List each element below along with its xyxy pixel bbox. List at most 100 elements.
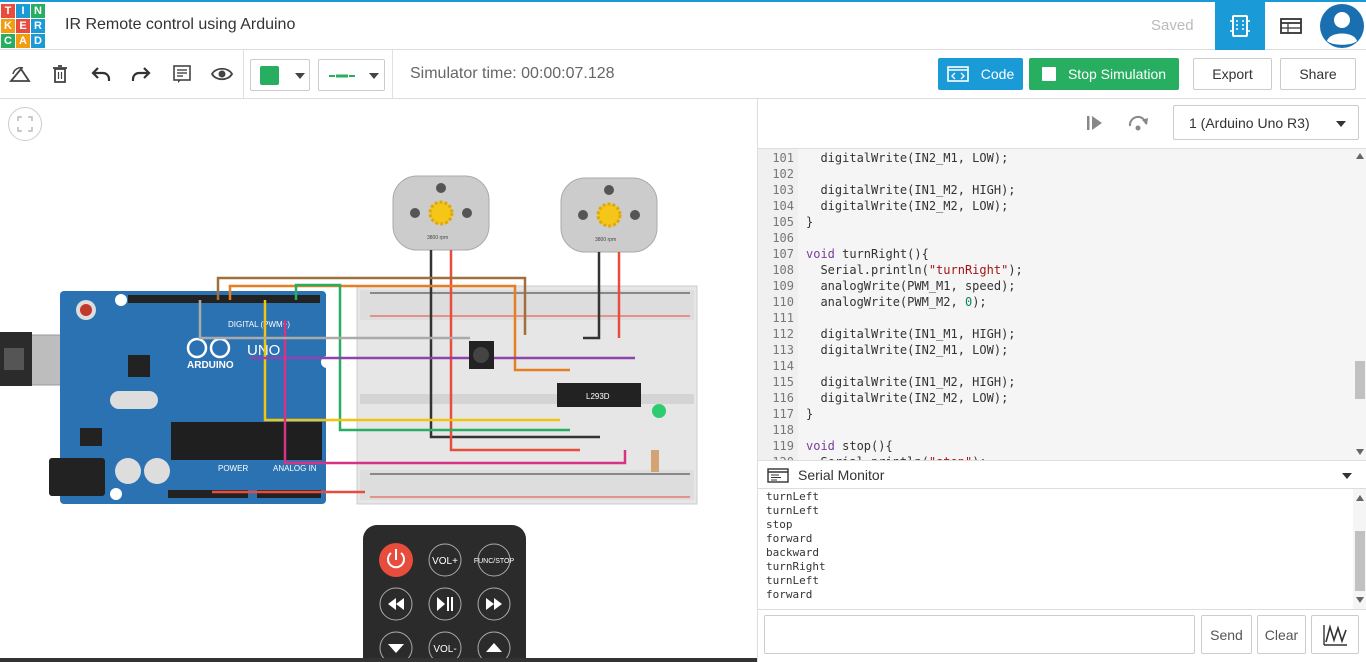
serial-input[interactable] bbox=[764, 615, 1195, 654]
code-line: digitalWrite(IN1_M2, HIGH); bbox=[806, 375, 1016, 389]
fit-view-button[interactable] bbox=[8, 107, 42, 141]
remote-button-ring bbox=[428, 543, 462, 577]
serial-monitor-header[interactable]: Serial Monitor bbox=[758, 460, 1366, 489]
clear-button[interactable]: Clear bbox=[1257, 615, 1306, 654]
trash-icon bbox=[53, 65, 67, 83]
canvas-bottom-edge bbox=[0, 658, 757, 662]
green-led[interactable] bbox=[652, 404, 666, 418]
code-button[interactable]: Code bbox=[938, 58, 1023, 90]
notes-button[interactable] bbox=[168, 60, 196, 88]
logo-letter: E bbox=[16, 19, 30, 33]
serial-scroll-thumb[interactable] bbox=[1355, 531, 1365, 591]
terminal-icon bbox=[767, 468, 789, 483]
line-number: 105 bbox=[772, 215, 794, 229]
circuit-canvas[interactable]: DIGITAL (PWM~) ARDUINO UNO POWER ANALOG … bbox=[0, 99, 757, 662]
serial-output-line: turnLeft bbox=[766, 490, 819, 503]
code-scroll-thumb[interactable] bbox=[1355, 361, 1365, 399]
line-number: 118 bbox=[772, 423, 794, 437]
l293d-label: L293D bbox=[586, 392, 610, 401]
line-number: 114 bbox=[772, 359, 794, 373]
share-button[interactable]: Share bbox=[1280, 58, 1356, 90]
export-label: Export bbox=[1212, 66, 1253, 82]
circuit-view-button[interactable] bbox=[1215, 2, 1265, 50]
view-toggle-button[interactable] bbox=[208, 60, 236, 88]
device-select-value: 1 (Arduino Uno R3) bbox=[1189, 115, 1310, 131]
power-header bbox=[168, 490, 248, 498]
motor-1-screw bbox=[462, 208, 472, 218]
chevron-down-icon[interactable] bbox=[1342, 473, 1352, 479]
graph-button[interactable] bbox=[1311, 615, 1359, 654]
wire-gray bbox=[198, 300, 470, 340]
remote-button-ring bbox=[428, 631, 462, 662]
logo-letter: C bbox=[1, 34, 15, 48]
remote-play-pause-button[interactable] bbox=[428, 587, 462, 621]
motor-2-screw bbox=[604, 185, 614, 195]
table-icon bbox=[1280, 18, 1302, 34]
serial-output-line: backward bbox=[766, 546, 819, 559]
serial-output-line: turnLeft bbox=[766, 574, 819, 587]
code-line: digitalWrite(IN2_M2, LOW); bbox=[806, 199, 1009, 213]
usb-port-slot bbox=[4, 348, 24, 370]
user-avatar[interactable] bbox=[1318, 2, 1366, 50]
wire-motor1-black bbox=[429, 250, 600, 439]
digital-pwm-label: DIGITAL (PWM~) bbox=[228, 320, 290, 329]
step-button[interactable] bbox=[1082, 111, 1108, 135]
project-title[interactable]: IR Remote control using Arduino bbox=[65, 16, 296, 33]
stop-simulation-label: Stop Simulation bbox=[1067, 66, 1167, 82]
wire-type-picker[interactable] bbox=[318, 59, 385, 91]
line-number: 111 bbox=[772, 311, 794, 325]
l293d-chip[interactable] bbox=[557, 383, 641, 407]
logo-letter: T bbox=[1, 4, 15, 18]
eye-icon bbox=[211, 67, 233, 81]
resistor[interactable] bbox=[651, 450, 659, 472]
circuit-drawing: DIGITAL (PWM~) ARDUINO UNO POWER ANALOG … bbox=[0, 175, 757, 662]
wire-motor1-red bbox=[449, 250, 580, 452]
code-line: digitalWrite(IN2_M1, LOW); bbox=[806, 151, 1009, 165]
up-arrow-icon bbox=[486, 643, 502, 652]
undo-button[interactable] bbox=[87, 60, 115, 88]
code-scrollbar[interactable] bbox=[1353, 149, 1366, 460]
remote-prev-button[interactable] bbox=[379, 587, 413, 621]
motor-1-rpm-label: 3800 rpm bbox=[427, 235, 448, 241]
export-button[interactable]: Export bbox=[1193, 58, 1272, 90]
stop-simulation-button[interactable]: Stop Simulation bbox=[1029, 58, 1179, 90]
remote-up-button[interactable] bbox=[477, 631, 511, 662]
digital-header bbox=[128, 295, 320, 303]
remote-button-ring bbox=[477, 543, 511, 577]
toolbar-divider bbox=[243, 50, 244, 98]
wire-motor2-black bbox=[583, 252, 601, 340]
wire-green bbox=[294, 283, 570, 432]
play-pause-icon bbox=[451, 597, 453, 611]
line-number: 106 bbox=[772, 231, 794, 245]
stop-icon bbox=[1041, 67, 1056, 81]
rotate-button[interactable] bbox=[6, 60, 34, 88]
code-icon bbox=[946, 66, 969, 82]
send-button[interactable]: Send bbox=[1201, 615, 1252, 654]
motor-1-screw bbox=[410, 208, 420, 218]
color-picker[interactable] bbox=[250, 59, 310, 91]
down-arrow-icon bbox=[388, 644, 404, 653]
line-number: 107 bbox=[772, 247, 794, 261]
redo-button[interactable] bbox=[127, 60, 155, 88]
remote-down-button[interactable] bbox=[379, 631, 413, 662]
delete-button[interactable] bbox=[46, 60, 74, 88]
share-label: Share bbox=[1299, 66, 1337, 82]
device-select[interactable]: 1 (Arduino Uno R3) bbox=[1173, 105, 1359, 140]
component-list-button[interactable] bbox=[1266, 2, 1316, 50]
code-line: digitalWrite(IN1_M1, HIGH); bbox=[806, 327, 1016, 341]
line-number: 108 bbox=[772, 263, 794, 277]
serial-scrollbar[interactable] bbox=[1353, 489, 1366, 609]
step-over-button[interactable] bbox=[1124, 111, 1152, 135]
smd-chip bbox=[128, 355, 150, 377]
mount-hole bbox=[115, 294, 127, 306]
line-number: 120 bbox=[758, 455, 794, 460]
chevron-down-icon bbox=[295, 73, 305, 79]
code-line: void turnRight(){ bbox=[806, 247, 929, 261]
remote-next-button[interactable] bbox=[477, 587, 511, 621]
breadboard-channel bbox=[360, 394, 694, 404]
